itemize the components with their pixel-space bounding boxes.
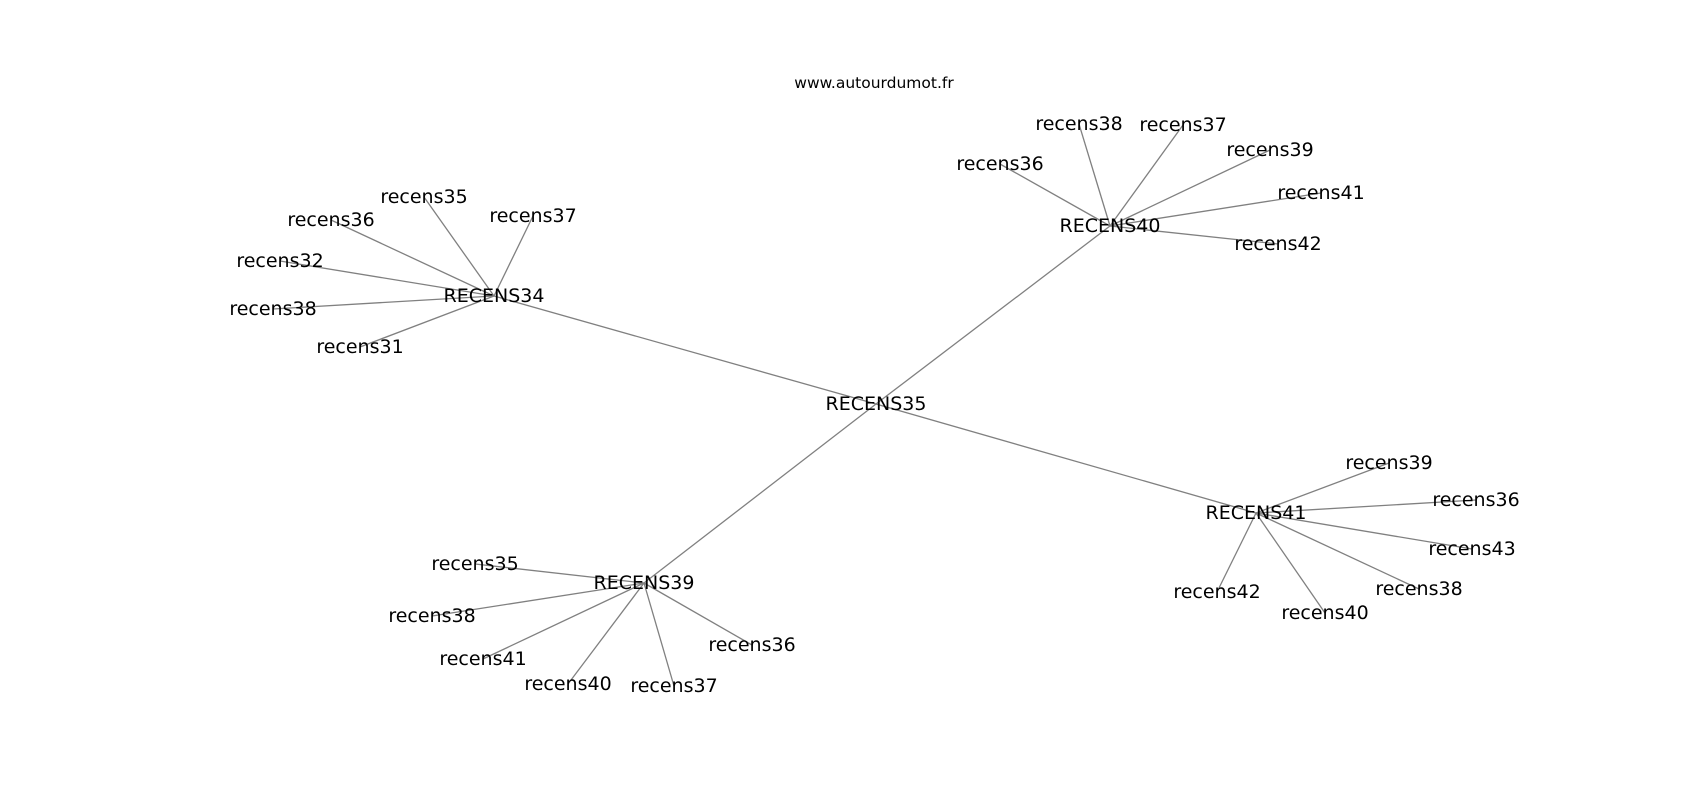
- node-hub-recens39: RECENS39: [594, 572, 695, 594]
- node-leaf-recens41-recens40: recens40: [1281, 602, 1368, 624]
- edge-recens41-recens38: [1255, 512, 1420, 590]
- graph-node-labels: RECENS35 RECENS34 recens35 recens37 recens36…: [229, 113, 1519, 697]
- edge-recens40-recens41: [1109, 192, 1322, 227]
- edge-recens41-recens43: [1255, 512, 1473, 550]
- graph-edges: [272, 123, 1477, 687]
- watermark: www.autourdumot.fr: [794, 74, 954, 92]
- edge-recens41-recens39: [1255, 462, 1390, 514]
- node-hub-recens40: RECENS40: [1060, 215, 1161, 237]
- edge-center-recens41: [875, 403, 1257, 514]
- edge-recens41-recens36: [1255, 499, 1477, 514]
- edge-recens34-recens35: [423, 196, 495, 297]
- node-leaf-recens40-recens39: recens39: [1226, 139, 1313, 161]
- edge-center-recens34: [493, 295, 877, 405]
- node-hub-recens34: RECENS34: [444, 285, 545, 307]
- node-leaf-recens40-recens41: recens41: [1277, 182, 1364, 204]
- node-leaf-recens41-recens39: recens39: [1345, 452, 1432, 474]
- node-leaf-recens34-recens37: recens37: [489, 205, 576, 227]
- node-leaf-recens34-recens38: recens38: [229, 298, 316, 320]
- node-leaf-recens40-recens37: recens37: [1139, 114, 1226, 136]
- edge-recens40-recens36: [999, 163, 1111, 227]
- node-leaf-recens41-recens36: recens36: [1432, 489, 1519, 511]
- node-leaf-recens40-recens36: recens36: [956, 153, 1043, 175]
- node-leaf-recens34-recens35: recens35: [380, 186, 467, 208]
- node-leaf-recens39-recens40: recens40: [524, 673, 611, 695]
- node-leaf-recens39-recens38: recens38: [388, 605, 475, 627]
- edge-recens34-recens31: [359, 295, 495, 348]
- edge-recens41-recens40: [1255, 512, 1326, 614]
- node-leaf-recens40-recens42: recens42: [1234, 233, 1321, 255]
- node-center-recens35: RECENS35: [826, 393, 927, 415]
- edge-recens40-recens39: [1109, 149, 1271, 227]
- edge-center-recens40: [875, 225, 1111, 405]
- node-leaf-recens40-recens38: recens38: [1035, 113, 1122, 135]
- node-leaf-recens34-recens31: recens31: [316, 336, 403, 358]
- node-leaf-recens41-recens43: recens43: [1428, 538, 1515, 560]
- node-leaf-recens39-recens37: recens37: [630, 675, 717, 697]
- edge-recens41-recens42: [1216, 512, 1257, 593]
- node-leaf-recens34-recens36: recens36: [287, 209, 374, 231]
- edge-recens40-recens38: [1078, 123, 1111, 227]
- node-leaf-recens39-recens41: recens41: [439, 648, 526, 670]
- node-leaf-recens34-recens32: recens32: [236, 250, 323, 272]
- edge-recens40-recens42: [1109, 225, 1279, 245]
- node-leaf-recens41-recens42: recens42: [1173, 581, 1260, 603]
- edge-recens34-recens38: [272, 295, 495, 310]
- edge-recens39-recens35: [474, 563, 645, 584]
- edge-recens39-recens40: [567, 582, 645, 685]
- edge-recens39-recens38: [431, 582, 645, 617]
- edge-recens39-recens41: [482, 582, 645, 660]
- node-hub-recens41: RECENS41: [1206, 502, 1307, 524]
- edge-center-recens39: [643, 403, 877, 584]
- edge-recens34-recens36: [330, 219, 495, 297]
- edge-recens34-recens37: [493, 215, 534, 297]
- node-leaf-recens39-recens35: recens35: [431, 553, 518, 575]
- edge-recens40-recens37: [1109, 124, 1184, 227]
- edge-recens34-recens32: [279, 260, 495, 297]
- node-leaf-recens41-recens38: recens38: [1375, 578, 1462, 600]
- edge-recens39-recens37: [643, 582, 675, 687]
- node-leaf-recens39-recens36: recens36: [708, 634, 795, 656]
- edge-recens39-recens36: [643, 582, 753, 646]
